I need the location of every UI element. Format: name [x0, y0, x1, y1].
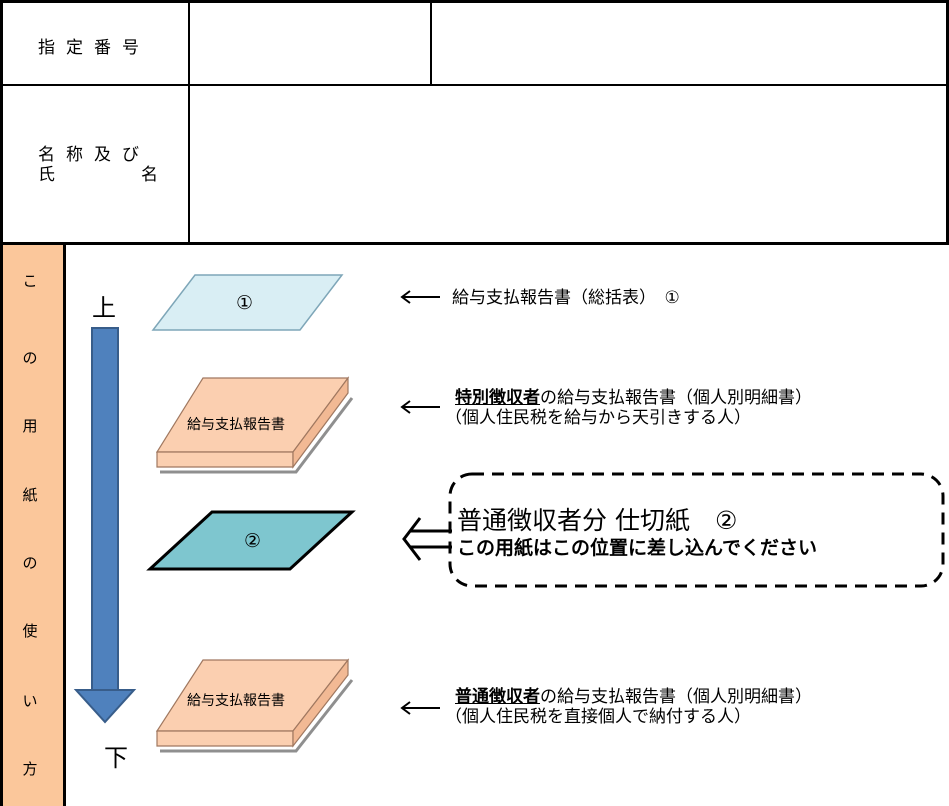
usage-sidebar: [3, 245, 66, 806]
divider-callout-box: [448, 472, 945, 588]
top-border: [0, 0, 949, 3]
long-left-arrow-icon: [400, 290, 440, 304]
left-border: [0, 0, 3, 806]
note-summary-table: 給与支払報告書（総括表） ①: [452, 288, 680, 308]
report-book-1-label: 給与支払報告書: [187, 417, 285, 433]
special-collection-term: 特別徴収者: [455, 388, 540, 408]
right-border: [946, 0, 949, 243]
special-collection-description: （個人住民税を給与から天引きする人）: [445, 408, 751, 428]
sheet-2-label: ②: [244, 530, 262, 552]
report-book-2-icon: [155, 658, 354, 753]
double-left-arrow-icon: [402, 517, 452, 561]
sheet-1-label: ①: [236, 292, 254, 314]
sheet-2-shape: [146, 510, 356, 571]
ordinary-collection-term: 普通徴収者: [455, 687, 540, 707]
report-book-1-icon: [155, 376, 354, 474]
long-left-arrow-icon: [400, 400, 440, 414]
report-book-2-label: 給与支払報告書: [187, 693, 285, 709]
top-label: 上: [92, 294, 116, 322]
bottom-label: 下: [104, 744, 128, 772]
long-left-arrow-icon: [400, 701, 440, 715]
designation-field-divider: [430, 0, 432, 85]
sheet-1-shape: [151, 274, 344, 331]
divider-sheet-instruction: この用紙はこの位置に差し込んでください: [457, 537, 818, 559]
note-special-collection: 特別徴収者の給与支払報告書（個人別明細書） （個人住民税を給与から天引きする人）: [445, 388, 812, 428]
blue-down-arrow-icon: [73, 327, 137, 724]
ordinary-collection-description: （個人住民税を直接個人で納付する人）: [445, 707, 751, 727]
row1-bottom-border: [0, 84, 949, 86]
divider-sheet-title: 普通徴収者分 仕切紙 ②: [457, 506, 738, 535]
divider-sheet-note: 普通徴収者分 仕切紙 ② この用紙はこの位置に差し込んでください: [457, 506, 817, 560]
label-column-divider: [188, 0, 190, 244]
row2-bottom-border: [0, 242, 949, 245]
note-ordinary-collection: 普通徴収者の給与支払報告書（個人別明細書） （個人住民税を直接個人で納付する人）: [445, 687, 812, 727]
